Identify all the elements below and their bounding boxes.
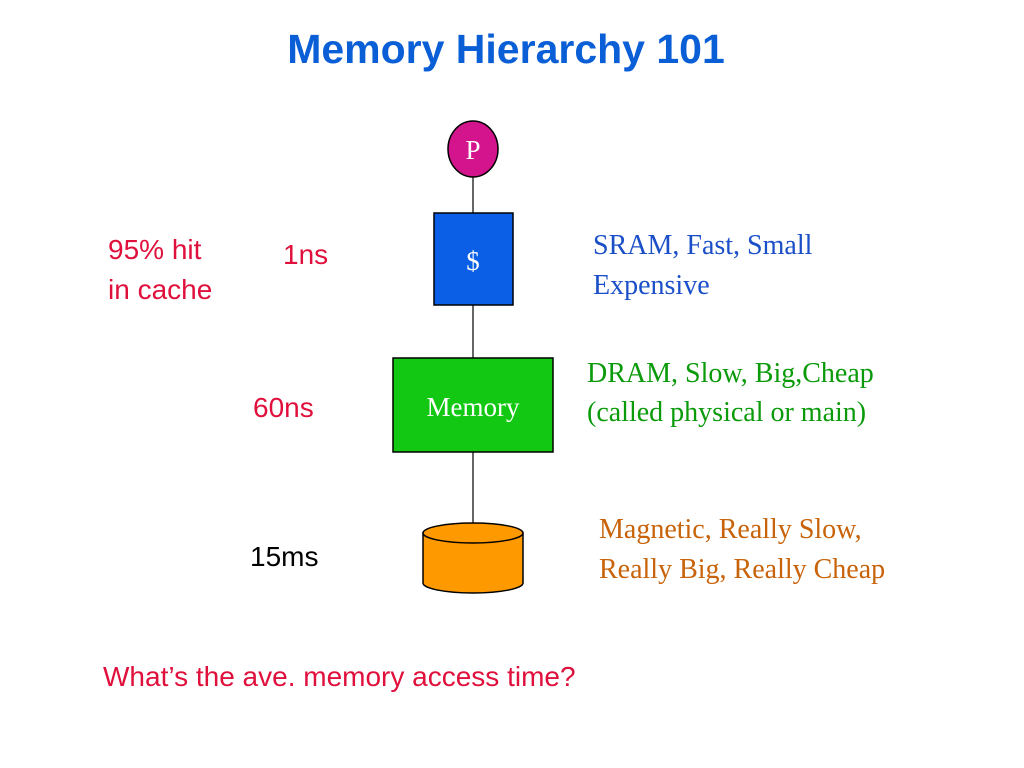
question-text: What’s the ave. memory access time? (103, 661, 576, 692)
cache-latency: 1ns (283, 239, 329, 270)
disk-node (422, 522, 524, 594)
hit-rate-line2: in cache (108, 274, 213, 305)
cache-description-line2: Expensive (593, 270, 710, 301)
disk-description-line1: Magnetic, Really Slow, (599, 514, 862, 545)
hit-rate-line1: 95% hit (108, 234, 202, 265)
memory-description-line2: (called physical or main) (587, 397, 867, 428)
memory-label: Memory (427, 392, 520, 422)
memory-description-line1: DRAM, Slow, Big,Cheap (587, 358, 874, 389)
processor-label: P (465, 135, 480, 165)
cache-node: $ (433, 212, 514, 306)
processor-node: P (447, 120, 499, 178)
slide-title: Memory Hierarchy 101 (287, 26, 725, 72)
disk-description-line2: Really Big, Really Cheap (599, 554, 886, 585)
disk-latency: 15ms (250, 541, 319, 572)
cache-label: $ (466, 246, 480, 276)
memory-node: Memory (392, 357, 554, 453)
cache-description-line1: SRAM, Fast, Small (593, 230, 813, 261)
memory-latency: 60ns (253, 392, 314, 423)
